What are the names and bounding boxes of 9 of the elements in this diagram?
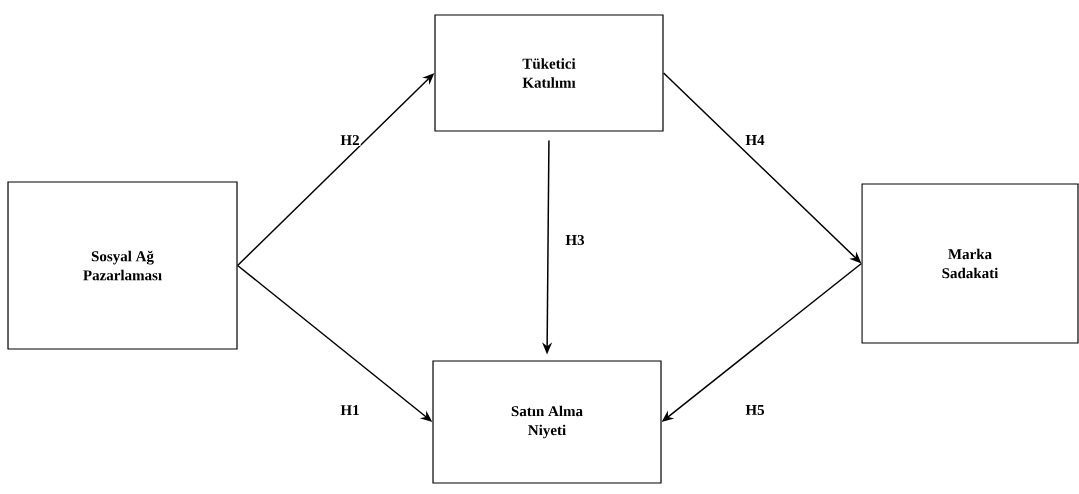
construct-box: Marka Sadakati <box>861 183 1079 344</box>
edge-label: H1 <box>339 404 361 416</box>
edge-label: H4 <box>744 134 766 146</box>
edge-label: H2 <box>339 134 361 146</box>
construct-box: Sosyal Ağ Pazarlaması <box>7 181 238 350</box>
construct-box: Tüketici Katılımı <box>434 14 664 132</box>
edge-label: H5 <box>744 404 766 416</box>
edge-label: H3 <box>564 233 586 247</box>
construct-box: Satın Alma Niyeti <box>432 360 662 484</box>
